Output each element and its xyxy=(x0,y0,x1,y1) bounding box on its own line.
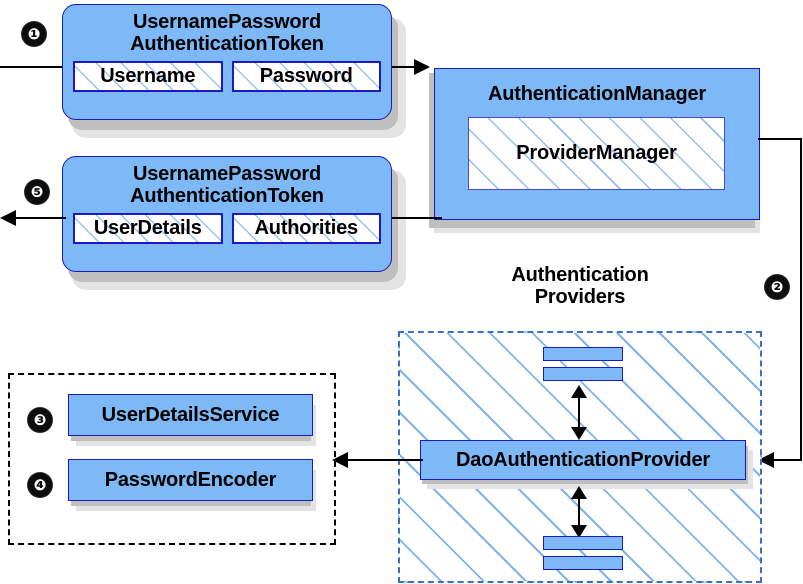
provider-link-top-arrow-up xyxy=(571,385,587,398)
user-services-region xyxy=(8,373,336,545)
request-token-card[interactable]: UsernamePassword AuthenticationToken Use… xyxy=(62,4,392,120)
other-provider-bar-bottom-2[interactable] xyxy=(543,556,623,570)
request-token-title-line2: AuthenticationToken xyxy=(130,32,324,55)
provider-link-top-arrow-down xyxy=(571,427,587,440)
step-badge-2: ❷ xyxy=(765,275,789,299)
authentication-providers-caption: Authentication Providers xyxy=(480,264,680,309)
step-badge-1: ❶ xyxy=(22,22,46,46)
provider-link-bottom-line xyxy=(578,492,580,530)
provider-inbound-arrowhead xyxy=(758,452,774,468)
manager-to-provider-line-bottom xyxy=(772,459,802,461)
manager-to-response-token-line xyxy=(392,217,442,219)
response-token-authorities-slot[interactable]: Authorities xyxy=(231,213,381,245)
providers-caption-line2: Providers xyxy=(534,286,626,309)
provider-to-services-line xyxy=(348,459,423,461)
response-token-userdetails-slot[interactable]: UserDetails xyxy=(73,213,223,245)
token-to-manager-arrowhead xyxy=(414,59,430,75)
response-token-card[interactable]: UsernamePassword AuthenticationToken Use… xyxy=(62,156,392,272)
other-provider-bar-top-1[interactable] xyxy=(543,347,623,361)
request-token-title-line1: UsernamePassword xyxy=(132,11,321,33)
provider-link-top-line xyxy=(578,392,580,432)
request-token-password-slot[interactable]: Password xyxy=(231,61,381,93)
dao-authentication-provider-box[interactable]: DaoAuthenticationProvider xyxy=(420,440,746,480)
step-badge-3: ❸ xyxy=(28,408,52,432)
manager-to-provider-line-top xyxy=(758,138,802,140)
password-encoder-box[interactable]: PasswordEncoder xyxy=(68,459,313,501)
step-badge-5: ❺ xyxy=(25,180,49,204)
user-details-service-box[interactable]: UserDetailsService xyxy=(68,394,313,436)
other-provider-bar-bottom-1[interactable] xyxy=(543,536,623,550)
response-token-title-line1: UsernamePassword xyxy=(132,163,321,185)
response-token-slots: UserDetails Authorities xyxy=(63,207,391,245)
response-token-title: UsernamePassword AuthenticationToken xyxy=(63,157,391,207)
providers-caption-line1: Authentication xyxy=(511,264,649,286)
provider-to-services-arrowhead xyxy=(332,452,348,468)
provider-link-bottom-arrow-up xyxy=(571,486,587,499)
provider-manager-box[interactable]: ProviderManager xyxy=(468,117,725,190)
provider-link-bottom-arrow-down xyxy=(571,525,587,538)
step-badge-4: ❹ xyxy=(28,473,52,497)
token-to-manager-line xyxy=(392,66,424,68)
response-token-title-line2: AuthenticationToken xyxy=(130,184,324,207)
request-token-slots: Username Password xyxy=(63,55,391,93)
response-outgoing-arrowhead xyxy=(0,210,16,226)
other-provider-bar-top-2[interactable] xyxy=(543,367,623,381)
request-token-title: UsernamePassword AuthenticationToken xyxy=(63,5,391,55)
manager-to-provider-line-vertical xyxy=(800,138,802,460)
request-token-username-slot[interactable]: Username xyxy=(73,61,223,93)
authentication-manager-card[interactable]: AuthenticationManager ProviderManager xyxy=(434,68,760,220)
incoming-request-line xyxy=(0,66,78,68)
response-token-outgoing-line xyxy=(16,217,66,219)
authentication-manager-title: AuthenticationManager xyxy=(487,83,707,105)
